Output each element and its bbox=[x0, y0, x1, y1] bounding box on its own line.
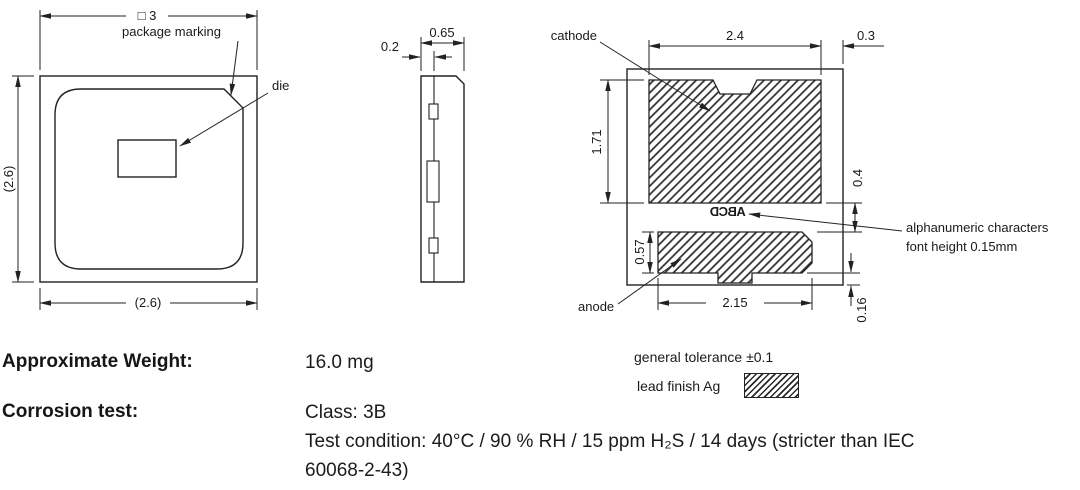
lead-feature bbox=[428, 103, 439, 120]
leader-line-die bbox=[179, 92, 269, 147]
dim-overall-size: □ 3 bbox=[138, 8, 157, 23]
dim-anode-height: 0.57 bbox=[632, 239, 647, 264]
die-label: die bbox=[272, 78, 289, 93]
lead-feature bbox=[428, 237, 439, 254]
dim-thickness: 0.65 bbox=[429, 25, 454, 40]
dim-cathode-width: 2.4 bbox=[726, 28, 744, 43]
corrosion-label: Corrosion test: bbox=[2, 401, 139, 422]
test-condition-line1: Test condition: 40°C / 90 % RH / 15 ppm … bbox=[305, 431, 915, 452]
test-condition-line2: 60068-2-43) bbox=[305, 460, 409, 481]
dim-bottom-gap: 0.16 bbox=[854, 297, 869, 322]
general-tolerance-note: general tolerance ±0.1 bbox=[634, 349, 774, 365]
leader-line-anode bbox=[617, 258, 682, 305]
char-note-line1: alphanumeric characters bbox=[906, 220, 1049, 235]
cathode-pad bbox=[648, 79, 822, 204]
side-view: 0.2 0.65 bbox=[381, 25, 465, 283]
bottom-outline bbox=[626, 68, 844, 286]
dim-pad-gap: 0.4 bbox=[850, 169, 865, 187]
leader-line-cathode bbox=[599, 41, 711, 112]
weight-label: Approximate Weight: bbox=[2, 351, 193, 372]
char-note-line2: font height 0.15mm bbox=[906, 239, 1017, 254]
weight-value: 16.0 mg bbox=[305, 352, 374, 373]
dim-edge-gap: 0.3 bbox=[857, 28, 875, 43]
dim-lead-offset: 0.2 bbox=[381, 39, 399, 54]
lead-finish-swatch bbox=[744, 373, 799, 398]
pad-marking: ABCD bbox=[710, 204, 746, 219]
cathode-label: cathode bbox=[551, 28, 597, 43]
dim-width: (2.6) bbox=[135, 295, 162, 310]
leader-line-package-marking bbox=[229, 40, 239, 96]
dim-height: (2.6) bbox=[1, 166, 16, 193]
die-outline bbox=[117, 139, 177, 178]
bottom-view: ABCD bbox=[551, 28, 1049, 323]
package-body bbox=[54, 88, 244, 270]
side-profile bbox=[420, 75, 465, 283]
anode-pad bbox=[657, 231, 813, 284]
anode-label: anode bbox=[578, 299, 614, 314]
lead-finish-label: lead finish Ag bbox=[637, 378, 721, 394]
top-view: □ 3 package marking die (2.6) (2.6) bbox=[1, 8, 289, 310]
lead-feature bbox=[426, 160, 440, 203]
dim-cathode-height: 1.71 bbox=[589, 129, 604, 154]
package-marking-label: package marking bbox=[122, 24, 221, 39]
corrosion-class: Class: 3B bbox=[305, 402, 387, 423]
dim-anode-width: 2.15 bbox=[722, 295, 747, 310]
package-outline bbox=[39, 75, 258, 283]
technical-drawing: □ 3 package marking die (2.6) (2.6) 0.2 … bbox=[1, 8, 1049, 323]
leader-line-marking bbox=[748, 212, 903, 232]
